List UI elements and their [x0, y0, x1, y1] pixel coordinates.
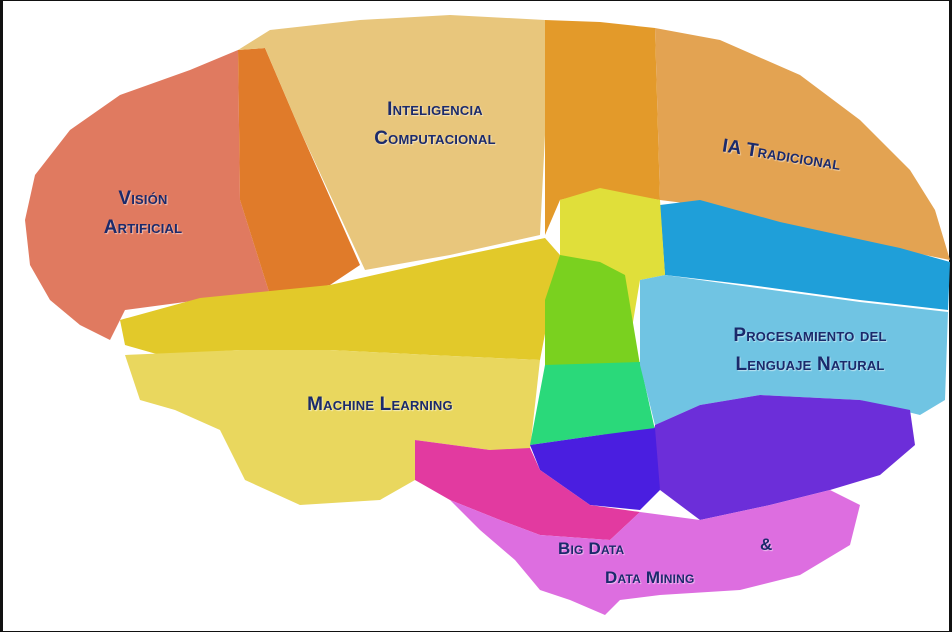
- region-nlp: [640, 275, 948, 425]
- label-vision-line1: Visión: [118, 188, 168, 209]
- label-nlp: Procesamiento del Lenguaje Natural: [690, 321, 930, 380]
- region-yellow: [120, 238, 560, 360]
- label-bigdata-line2: Data Mining: [605, 568, 695, 587]
- label-vision: Visión Artificial: [68, 184, 218, 243]
- region-ml: [125, 350, 540, 505]
- region-green: [545, 255, 640, 370]
- region-teal: [530, 362, 655, 445]
- region-traditional: [655, 28, 950, 260]
- label-ml: Machine Learning: [270, 390, 490, 419]
- region-blue: [660, 200, 950, 310]
- label-nlp-line2: Lenguaje Natural: [735, 354, 885, 376]
- region-computational: [238, 15, 545, 270]
- region-purple: [650, 395, 915, 520]
- region-vision: [25, 50, 270, 340]
- label-computational-line2: Computacional: [374, 128, 496, 150]
- label-bigdata-ampersand: &: [760, 535, 773, 554]
- region-vision-orange: [238, 48, 360, 295]
- label-bigdata-line1: Big Data: [558, 539, 625, 558]
- region-magenta: [415, 440, 640, 540]
- label-computational-line1: Inteligencia: [387, 99, 483, 120]
- label-ml-line1: Machine Learning: [307, 394, 453, 415]
- label-computational: Inteligencia Computacional: [330, 95, 540, 154]
- region-bigdata: [450, 490, 860, 615]
- label-nlp-line1: Procesamiento del: [733, 325, 887, 346]
- region-indigo: [530, 428, 660, 510]
- region-orange-band: [545, 20, 660, 235]
- label-vision-line2: Artificial: [103, 217, 183, 239]
